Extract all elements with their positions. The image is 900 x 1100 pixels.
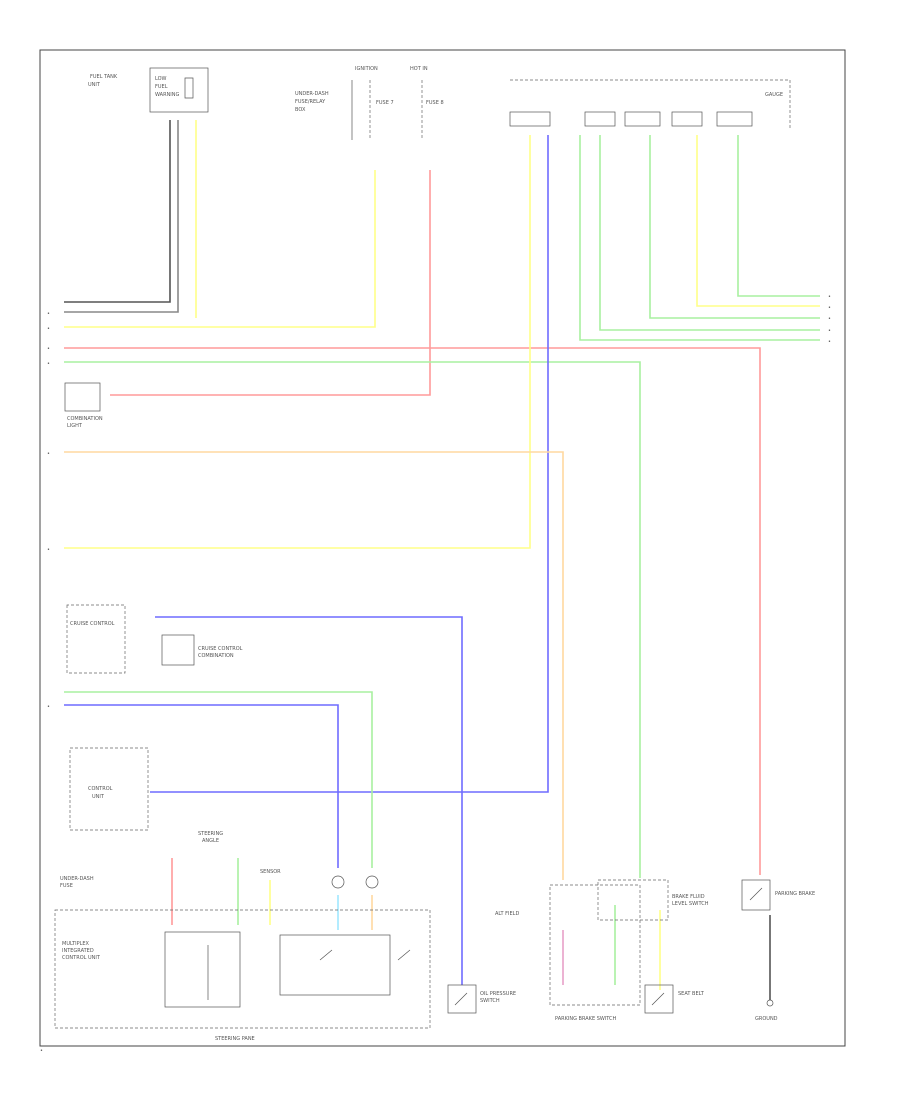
- svg-text:WARNING: WARNING: [155, 92, 180, 98]
- svg-text:LIGHT: LIGHT: [67, 423, 83, 429]
- svg-text:PARKING BRAKE: PARKING BRAKE: [775, 891, 815, 897]
- bottom-switch-group: [319, 875, 411, 961]
- sensor-left: OIL PRESSURE SWITCH: [447, 984, 516, 1014]
- svg-text:UNDER-DASH: UNDER-DASH: [295, 91, 329, 97]
- svg-text:UNIT: UNIT: [88, 82, 101, 88]
- svg-text:•: •: [47, 451, 50, 457]
- svg-text:PARKING BRAKE SWITCH: PARKING BRAKE SWITCH: [555, 1016, 617, 1022]
- wire-red-2: [64, 347, 761, 875]
- svg-text:IGNITION: IGNITION: [355, 66, 378, 72]
- svg-text:•: •: [828, 339, 831, 345]
- svg-text:MULTIPLEX: MULTIPLEX: [62, 941, 90, 947]
- svg-text:STEERING: STEERING: [198, 831, 223, 837]
- steering-label: STEERING PANE: [215, 1036, 255, 1042]
- svg-text:CONTROL UNIT: CONTROL UNIT: [62, 955, 101, 961]
- control-module: CONTROL UNIT: [69, 747, 149, 831]
- svg-text:INTEGRATED: INTEGRATED: [62, 948, 94, 954]
- wire-yellow-4: [696, 135, 820, 307]
- svg-text:•: •: [828, 328, 831, 334]
- cruise-switch: CRUISE CONTROL CRUISE CONTROL COMBINATIO…: [66, 604, 243, 674]
- sensor-bottom-right: SEAT BELT: [644, 984, 705, 1014]
- svg-text:•: •: [47, 704, 50, 710]
- svg-text:•: •: [47, 311, 50, 317]
- fuel-tank-unit: FUEL TANK UNIT LOW FUEL WARNING: [88, 67, 209, 113]
- svg-text:•: •: [47, 547, 50, 553]
- svg-text:CRUISE CONTROL: CRUISE CONTROL: [70, 621, 115, 627]
- svg-text:•: •: [47, 326, 50, 332]
- wire-yellow-3: [64, 135, 531, 549]
- svg-text:•: •: [47, 361, 50, 367]
- svg-text:UNDER-DASH: UNDER-DASH: [60, 876, 94, 882]
- svg-text:FUSE: FUSE: [60, 883, 73, 889]
- left-indicator-box: COMBINATION LIGHT: [64, 382, 103, 429]
- left-connectors: • • • • • • •: [47, 311, 50, 710]
- wire-red-1: [110, 170, 431, 396]
- ignition-switch: IGNITION HOT IN UNDER-DASH FUSE/RELAY BO…: [295, 66, 444, 140]
- wire-blue-2: [155, 616, 463, 985]
- svg-text:•: •: [828, 294, 831, 300]
- svg-text:BOX: BOX: [295, 107, 306, 113]
- wire-blue-3: [64, 704, 339, 868]
- wire-green-5: [737, 135, 820, 297]
- svg-text:UNIT: UNIT: [92, 794, 105, 800]
- svg-text:CONTROL: CONTROL: [88, 786, 113, 792]
- wire-green-2: [579, 135, 820, 341]
- svg-text:•: •: [47, 346, 50, 352]
- svg-text:FUSE/RELAY: FUSE/RELAY: [295, 99, 326, 105]
- svg-text:ANGLE: ANGLE: [202, 838, 219, 844]
- svg-text:SENSOR: SENSOR: [260, 869, 281, 875]
- svg-text:BRAKE FLUID: BRAKE FLUID: [672, 894, 705, 900]
- svg-text:LEVEL SWITCH: LEVEL SWITCH: [672, 901, 709, 907]
- svg-text:LOW: LOW: [155, 76, 167, 82]
- svg-text:CRUISE CONTROL: CRUISE CONTROL: [198, 646, 243, 652]
- right-connectors: • • • • •: [828, 294, 831, 345]
- diagram-frame: [39, 49, 846, 1047]
- wire-yellow-2: [64, 170, 376, 328]
- gauge-assembly: GAUGE: [509, 79, 791, 130]
- svg-text:HOT IN: HOT IN: [410, 66, 428, 72]
- brake-switch: BRAKE FLUID LEVEL SWITCH: [597, 879, 709, 921]
- wire-orange-1: [64, 451, 564, 880]
- svg-text:FUSE 8: FUSE 8: [426, 100, 444, 106]
- wire-green-6: [64, 691, 373, 868]
- svg-text:•: •: [828, 305, 831, 311]
- wire-gray-1: [64, 120, 179, 313]
- svg-text:OIL PRESSURE: OIL PRESSURE: [480, 991, 516, 997]
- svg-text:SEAT BELT: SEAT BELT: [678, 991, 705, 997]
- wires: [64, 120, 820, 1000]
- svg-text:FUEL: FUEL: [155, 84, 168, 90]
- svg-text:COMBINATION: COMBINATION: [198, 653, 234, 659]
- wire-green-1: [64, 361, 641, 878]
- wire-green-3: [599, 135, 820, 331]
- middle-bottom-unit: ALT FIELD PARKING BRAKE SWITCH: [495, 884, 641, 1022]
- svg-text:•: •: [828, 316, 831, 322]
- steering-assembly: MULTIPLEX INTEGRATED CONTROL UNIT STEERI…: [54, 831, 431, 1042]
- svg-text:GAUGE: GAUGE: [765, 92, 783, 98]
- svg-text:FUSE 7: FUSE 7: [376, 100, 394, 106]
- relay-right: PARKING BRAKE: [741, 879, 815, 911]
- svg-text:GROUND: GROUND: [755, 1016, 778, 1022]
- svg-text:FUEL TANK: FUEL TANK: [90, 74, 118, 80]
- svg-text:SWITCH: SWITCH: [480, 998, 500, 1004]
- corner-mark: •: [40, 1048, 43, 1054]
- wire-black-1: [64, 120, 171, 303]
- svg-text:COMBINATION: COMBINATION: [67, 416, 103, 422]
- ground-bottom-right: GROUND: [755, 999, 778, 1022]
- svg-text:ALT FIELD: ALT FIELD: [495, 911, 519, 917]
- wire-blue-1: [150, 135, 549, 793]
- wire-green-4: [649, 135, 820, 319]
